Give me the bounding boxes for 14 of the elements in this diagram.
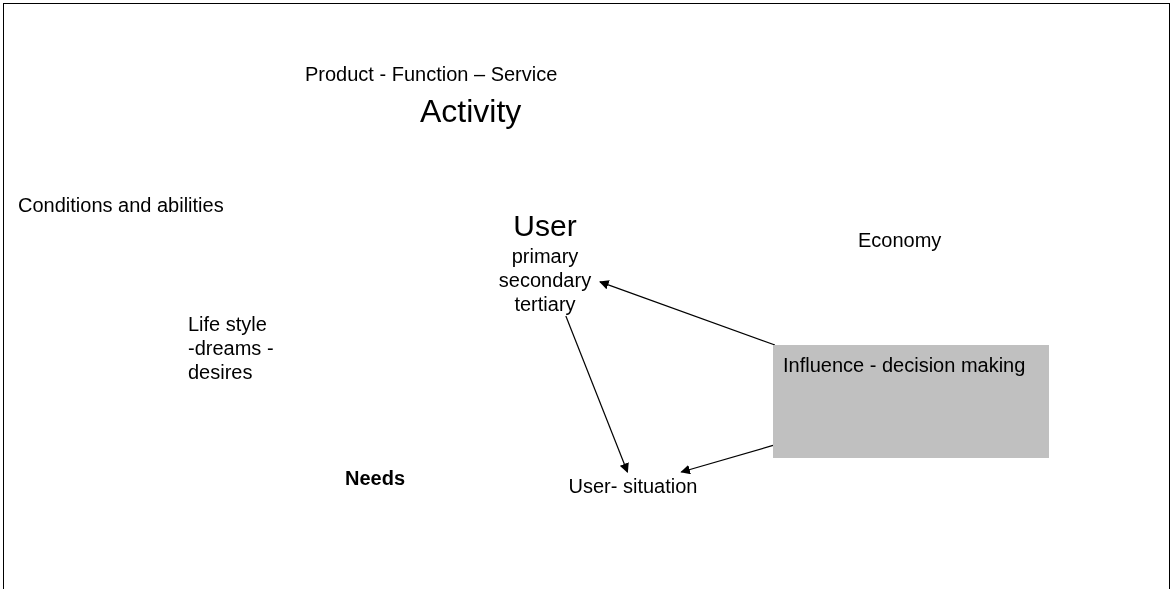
text-label: Life style -dreams -desires [188,312,275,384]
node-title: Influence - decision making [783,353,1027,377]
arrow [565,315,629,473]
influence-box [773,345,1049,458]
text-label: Economy [858,228,942,252]
node-text: primary secondary tertiary [497,244,593,316]
text-label: Product - Function – Service [305,62,558,86]
text-label: Activity [420,92,522,130]
arrow [599,280,776,346]
node-title: User- situation [567,474,699,498]
node-title: User [512,208,578,244]
arrow [680,444,774,475]
text-label: Needs [345,466,406,490]
text-label: Conditions and abilities [18,193,224,217]
